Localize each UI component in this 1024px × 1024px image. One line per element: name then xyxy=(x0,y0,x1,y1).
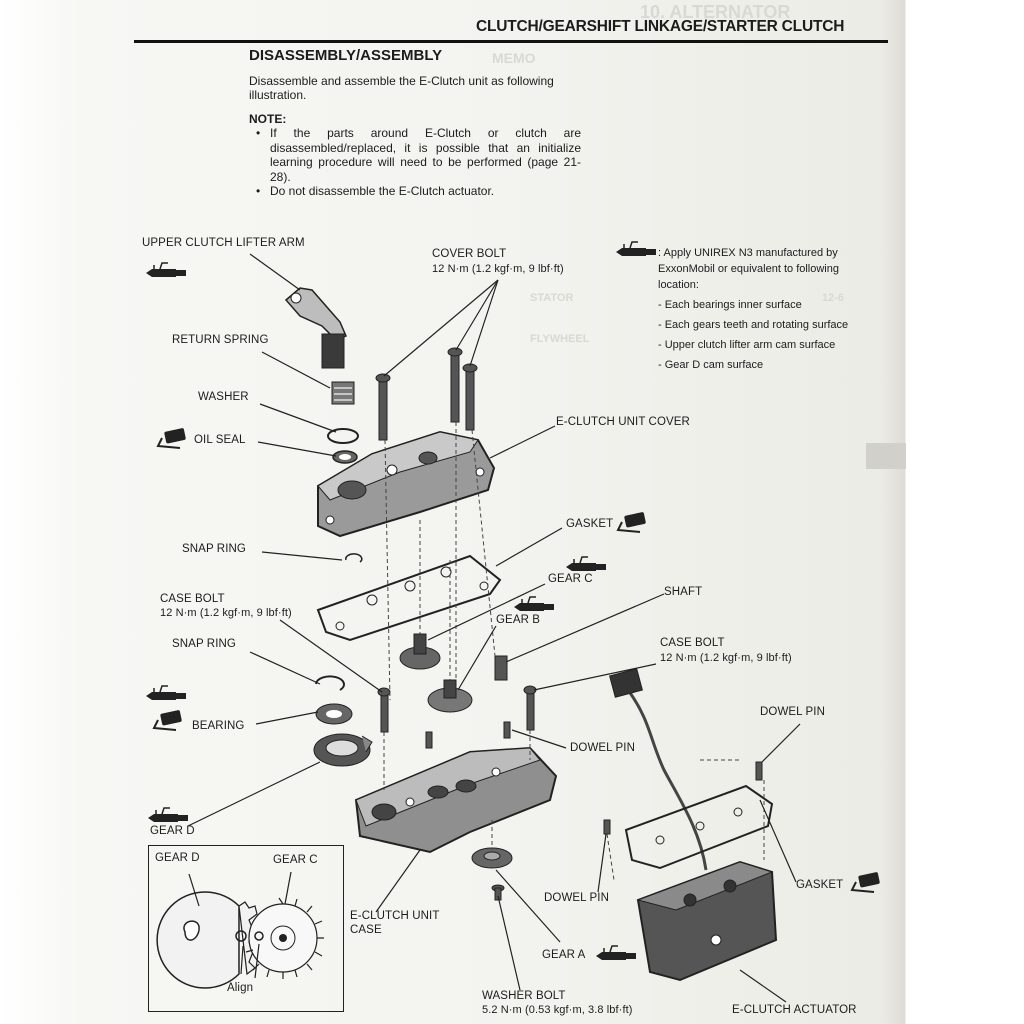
bleed-through-title: 10. ALTERNATOR xyxy=(640,2,791,22)
gasket-part xyxy=(316,554,502,642)
upper-clutch-lifter-arm-part xyxy=(284,287,347,369)
e-clutch-unit-cover-part xyxy=(317,430,496,538)
label-upper-clutch-lifter-arm: UPPER CLUTCH LIFTER ARM xyxy=(142,237,305,249)
gasket-2-part xyxy=(624,784,774,870)
return-spring-part xyxy=(331,381,355,405)
e-clutch-unit-case-part xyxy=(354,746,558,854)
label-gasket-2: GASKET xyxy=(796,879,844,891)
label-return-spring: RETURN SPRING xyxy=(172,334,269,346)
inset-label-align: Align xyxy=(227,982,254,994)
section-title: DISASSEMBLY/ASSEMBLY xyxy=(249,47,443,64)
label-case-bolt-torque: 12 N·m (1.2 kgf·m, 9 lbf·ft) xyxy=(160,607,292,619)
label-cover-bolt-torque: 12 N·m (1.2 kgf·m, 9 lbf·ft) xyxy=(432,263,564,275)
label-gear-c: GEAR C xyxy=(548,573,593,585)
note-heading: NOTE: xyxy=(249,112,287,126)
label-snap-ring-2: SNAP RING xyxy=(172,638,236,650)
label-case-bolt-2-torque: 12 N·m (1.2 kgf·m, 9 lbf·ft) xyxy=(660,652,792,664)
bleed-through-stator: STATOR xyxy=(530,292,574,304)
legend-item: - Each gears teeth and rotating surface xyxy=(658,319,849,331)
label-washer-bolt: WASHER BOLT xyxy=(482,990,566,1002)
inset-gear-drawing xyxy=(156,871,324,989)
e-clutch-actuator-part xyxy=(636,860,778,982)
gear-b-part xyxy=(427,679,473,713)
label-dowel-pin: DOWEL PIN xyxy=(760,706,826,718)
legend-item: - Each bearings inner surface xyxy=(658,299,802,311)
label-case-bolt-2: CASE BOLT xyxy=(660,637,725,649)
label-bearing: BEARING xyxy=(192,720,245,732)
note-item: Do not disassemble the E-Clutch actuator… xyxy=(256,184,581,199)
snap-ring-2-part xyxy=(315,675,345,691)
legend-line: ExxonMobil or equivalent to following xyxy=(658,263,839,275)
washer-bolt-part xyxy=(491,884,505,901)
gear-c-part xyxy=(399,633,441,670)
grease-icon xyxy=(615,241,657,257)
actuator-connector xyxy=(609,668,643,698)
label-washer: WASHER xyxy=(198,391,249,403)
alignment-inset: GEAR D GEAR C Align xyxy=(148,845,344,1012)
label-gear-a: GEAR A xyxy=(542,949,586,961)
label-dowel-pin-3: DOWEL PIN xyxy=(544,892,610,904)
label-case-bolt: CASE BOLT xyxy=(160,593,225,605)
cover-bolts-part xyxy=(375,347,478,441)
bleed-through-page-ref: 12-6 xyxy=(822,292,845,304)
section-intro: Disassemble and assemble the E-Clutch un… xyxy=(249,74,554,102)
gear-d-part xyxy=(313,733,373,767)
label-shaft: SHAFT xyxy=(664,586,703,598)
snap-ring-part xyxy=(345,553,363,563)
label-gear-d: GEAR D xyxy=(150,825,195,837)
bleed-through-flywheel: FLYWHEEL xyxy=(530,333,590,345)
label-washer-bolt-torque: 5.2 N·m (0.53 kgf·m, 3.8 lbf·ft) xyxy=(482,1004,633,1016)
label-e-clutch-actuator: E-CLUTCH ACTUATOR xyxy=(732,1004,857,1016)
shaft-part xyxy=(494,655,508,681)
label-e-clutch-unit-case: E-CLUTCH UNIT xyxy=(350,910,440,922)
legend-item: - Upper clutch lifter arm cam surface xyxy=(658,339,836,351)
label-gear-b: GEAR B xyxy=(496,614,541,626)
label-dowel-pin-2: DOWEL PIN xyxy=(570,742,636,754)
label-snap-ring: SNAP RING xyxy=(182,543,246,555)
grease-legend: : Apply UNIREX N3 manufactured by ExxonM… xyxy=(658,245,898,373)
legend-line: location: xyxy=(658,279,699,291)
label-oil-seal: OIL SEAL xyxy=(194,434,246,446)
note-item: If the parts around E-Clutch or clutch a… xyxy=(256,126,581,184)
page-header-title: CLUTCH/GEARSHIFT LINKAGE/STARTER CLUTCH xyxy=(476,18,845,35)
header-rule xyxy=(134,40,888,43)
legend-item: - Gear D cam surface xyxy=(658,359,764,371)
inset-label-gear-c: GEAR C xyxy=(273,854,318,866)
page-edge-tab xyxy=(866,443,906,469)
washer-part xyxy=(327,428,359,444)
label-cover-bolt: COVER BOLT xyxy=(432,248,507,260)
label-e-clutch-unit-case-line2: CASE xyxy=(350,924,382,936)
legend-line: : Apply UNIREX N3 manufactured by xyxy=(658,247,838,259)
bleed-through-memo: MEMO xyxy=(492,50,536,66)
note-list: If the parts around E-Clutch or clutch a… xyxy=(256,126,581,199)
inset-label-gear-d: GEAR D xyxy=(155,852,200,864)
label-gasket: GASKET xyxy=(566,518,614,530)
actuator-harness xyxy=(626,689,708,871)
label-e-clutch-unit-cover: E-CLUTCH UNIT COVER xyxy=(556,416,690,428)
